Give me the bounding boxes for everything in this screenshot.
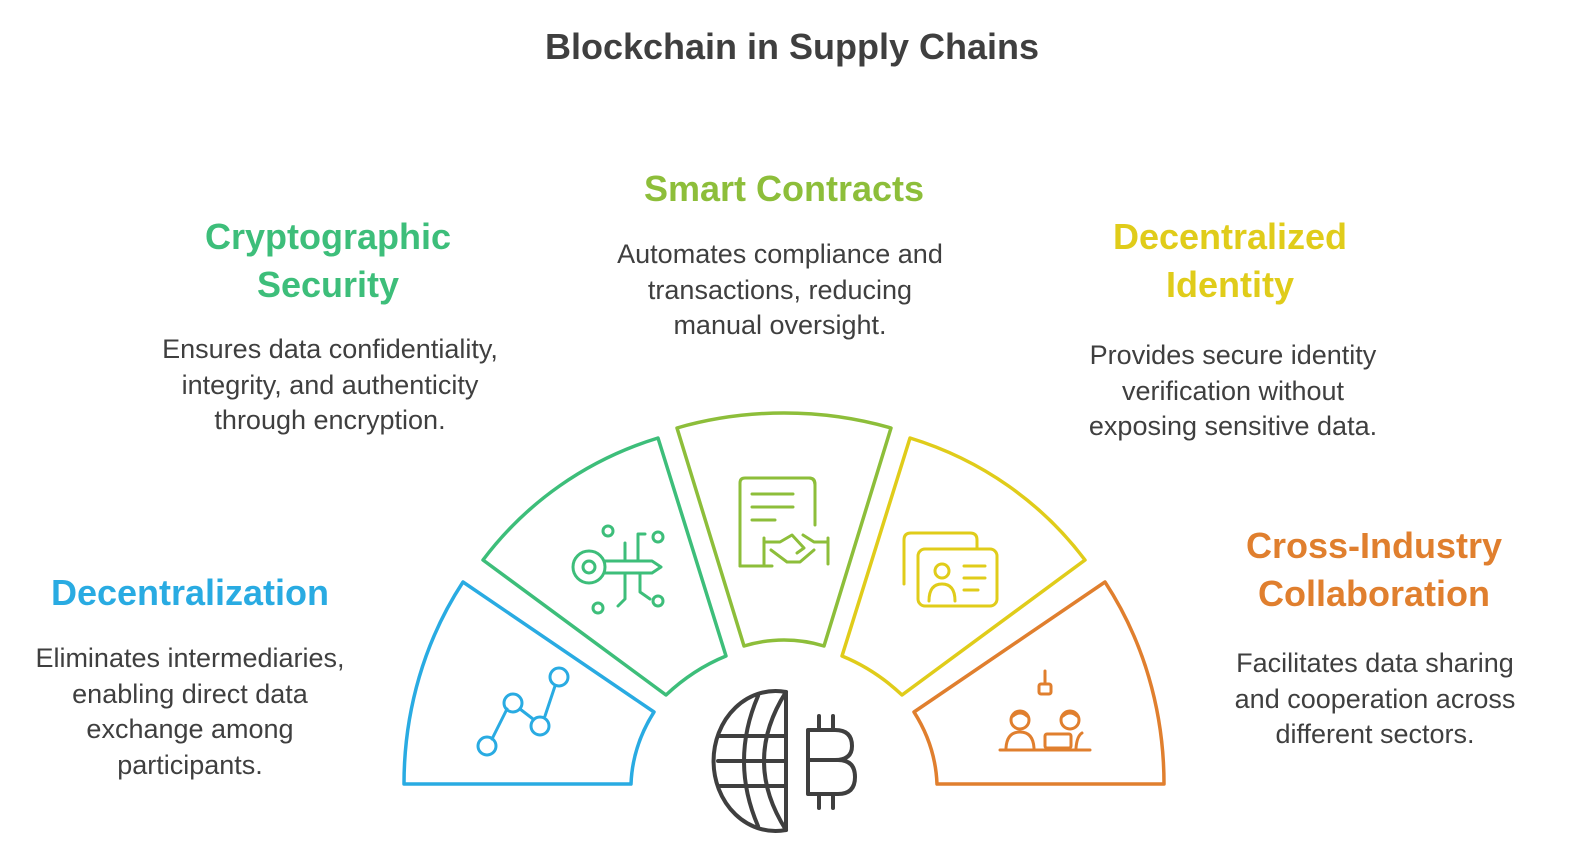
description-cryptographic-security: Ensures data confidentiality, integrity,… — [162, 334, 498, 435]
meeting-icon — [998, 669, 1092, 752]
segment-cross-industry-collaboration — [912, 580, 1166, 786]
description-smart-contracts: Automates compliance and transactions, r… — [617, 239, 943, 340]
id-card-icon — [902, 531, 999, 608]
heading-decentralized-identity: Decentralized Identity — [1112, 216, 1348, 305]
description-decentralized-identity: Provides secure identity verification wi… — [1088, 340, 1378, 441]
heading-smart-contracts: Smart Contracts — [643, 168, 925, 209]
description-cross-industry-collaboration: Facilitates data sharing and cooperation… — [1234, 648, 1516, 749]
segment-smart-contracts — [675, 411, 893, 648]
digital-key-icon — [571, 524, 665, 615]
segment-decentralization — [402, 580, 656, 786]
description-decentralization: Eliminates intermediaries, enabling dire… — [35, 643, 345, 780]
heading-cryptographic-security: Cryptographic Security — [204, 216, 452, 305]
line-chart-icon — [476, 666, 570, 757]
heading-decentralization: Decentralization — [50, 572, 330, 613]
segment-cryptographic-security — [481, 436, 728, 697]
heading-cross-industry-collaboration: Cross-Industry Collaboration — [1245, 525, 1503, 614]
diagram-title: Blockchain in Supply Chains — [544, 26, 1040, 67]
contract-handshake-icon — [738, 476, 830, 568]
globe-bitcoin-icon — [711, 689, 857, 833]
segment-decentralized-identity — [840, 436, 1087, 697]
